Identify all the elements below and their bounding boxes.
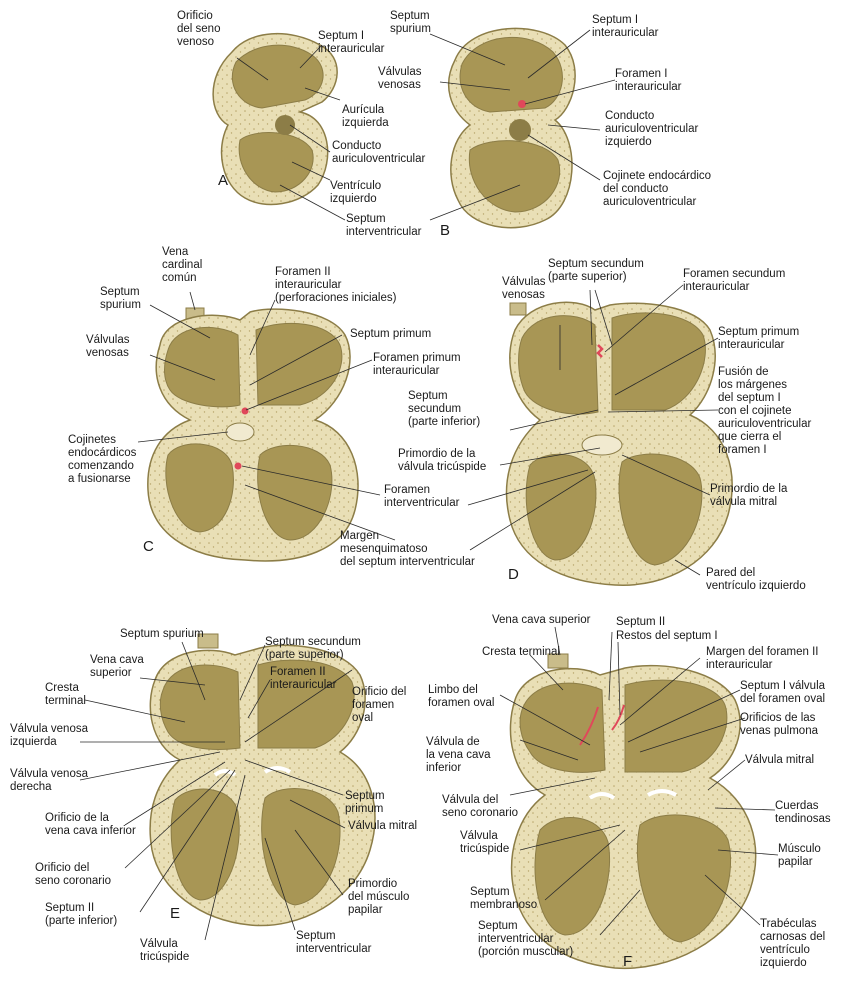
label-f-septum-i-valvula: Septum I válvula del foramen oval xyxy=(740,680,825,706)
label-c-septum-primum: Septum primum xyxy=(350,328,431,341)
label-e-valvula-mitral: Válvula mitral xyxy=(348,820,417,833)
panel-d-right-atrium xyxy=(519,316,598,414)
label-d-pared: Pared del ventrículo izquierdo xyxy=(706,567,806,593)
label-c-cojinetes: Cojinetes endocárdicos comenzando a fusi… xyxy=(68,434,136,486)
label-a-orificio-seno: Orificio del seno venoso xyxy=(177,10,220,49)
label-f-orificios-venas: Orificios de las venas pulmona xyxy=(740,712,818,738)
label-c-septum-spurium: Septum spurium xyxy=(100,286,141,312)
panel-a-letter: A xyxy=(218,172,228,189)
panel-d-cushions xyxy=(582,435,622,455)
panel-d-heart xyxy=(507,302,733,585)
label-b-cojinete: Cojinete endocárdico del conducto auricu… xyxy=(603,170,711,209)
label-d-valvulas-venosas: Válvulas venosas xyxy=(502,276,545,302)
panel-a-av-canal xyxy=(275,115,295,135)
label-e-valvula-tricuspide: Válvula tricúspide xyxy=(140,938,189,964)
label-c-vena-cardinal: Vena cardinal común xyxy=(162,246,202,285)
label-f-valvula-seno: Válvula del seno coronario xyxy=(442,794,518,820)
label-d-septum-secundum-sup: Septum secundum (parte superior) xyxy=(548,258,644,284)
panel-c-foramen-interv xyxy=(235,463,242,470)
label-e-cresta: Cresta terminal xyxy=(45,682,86,708)
label-d-septum-primum: Septum primum interauricular xyxy=(718,326,799,352)
label-f-cresta: Cresta terminal xyxy=(482,646,560,659)
label-a-auricula-izq: Aurícula izquierda xyxy=(342,104,389,130)
label-e-valvula-venosa-izq: Válvula venosa izquierda xyxy=(10,723,88,749)
label-d-septum-secundum-inf: Septum secundum (parte inferior) xyxy=(408,390,480,429)
label-b-septum-spurium: Septum spurium xyxy=(390,10,431,36)
label-f-margen: Margen del foramen II interauricular xyxy=(706,646,819,672)
label-e-foramen-ii: Foramen II interauricular xyxy=(270,666,336,692)
label-f-musculo: Músculo papilar xyxy=(778,843,821,869)
label-f-vena-cava-sup: Vena cava superior xyxy=(492,614,590,627)
panel-c-foramen-primum xyxy=(242,408,249,415)
label-c-valvulas-venosas: Válvulas venosas xyxy=(86,334,129,360)
panel-a-heart xyxy=(213,34,337,205)
label-f-septum-interv: Septum interventricular (porción muscula… xyxy=(478,920,573,959)
panel-b-atria xyxy=(460,37,562,112)
panel-b-cushion xyxy=(509,119,531,141)
label-a-septum-interv: Septum interventricular xyxy=(346,213,421,239)
panel-c-cushions xyxy=(226,423,254,441)
label-c-foramen-ii: Foramen II interauricular (perforaciones… xyxy=(275,266,396,305)
panel-b-letter: B xyxy=(440,222,450,239)
panel-d-vein xyxy=(510,303,526,315)
label-f-valvula-tricuspide: Válvula tricúspide xyxy=(460,830,509,856)
panel-e-letter: E xyxy=(170,905,180,922)
panel-b-foramen-i xyxy=(518,100,526,108)
label-f-valvula-vci: Válvula de la vena cava inferior xyxy=(426,736,491,775)
panel-b-heart xyxy=(449,28,575,227)
label-f-valvula-mitral: Válvula mitral xyxy=(745,754,814,767)
panel-c-letter: C xyxy=(143,538,154,555)
label-e-septum-spurium: Septum spurium xyxy=(120,628,204,641)
label-e-septum-interv: Septum interventricular xyxy=(296,930,371,956)
label-b-septum-i: Septum I interauricular xyxy=(592,14,658,40)
panel-c-right-atrium xyxy=(165,327,241,406)
label-e-septum-secundum: Septum secundum (parte superior) xyxy=(265,636,361,662)
label-c-foramen-interv: Foramen interventricular xyxy=(384,484,459,510)
label-e-orificio-foramen: Orificio del foramen oval xyxy=(352,686,406,725)
label-e-primordio-musculo: Primordio del músculo papilar xyxy=(348,878,409,917)
label-e-orificio-seno: Orificio del seno coronario xyxy=(35,862,111,888)
label-e-septum-ii: Septum II (parte inferior) xyxy=(45,902,117,928)
label-f-septum-membranoso: Septum membranoso xyxy=(470,886,537,912)
label-a-conducto: Conducto auriculoventricular xyxy=(332,140,425,166)
label-d-foramen-secundum: Foramen secundum interauricular xyxy=(683,268,785,294)
label-d-primordio-tricuspide: Primordio de la válvula tricúspide xyxy=(398,448,486,474)
label-d-fusion: Fusión de los márgenes del septum I con … xyxy=(718,366,811,457)
panel-d-letter: D xyxy=(508,566,519,583)
label-f-trabeculas: Trabéculas carnosas del ventrículo izqui… xyxy=(760,918,825,970)
label-b-valvulas-venosas: Válvulas venosas xyxy=(378,66,421,92)
label-e-vena-cava-sup: Vena cava superior xyxy=(90,654,144,680)
label-f-restos: Restos del septum I xyxy=(616,630,718,643)
label-c-margen: Margen mesenquimatoso del septum interve… xyxy=(340,530,475,569)
label-b-foramen-i: Foramen I interauricular xyxy=(615,68,681,94)
label-e-orificio-vci: Orificio de la vena cava inferior xyxy=(45,812,136,838)
label-a-ventriculo-izq: Ventrículo izquierdo xyxy=(330,180,381,206)
label-e-septum-primum: Septum primum xyxy=(345,790,385,816)
panel-c-heart xyxy=(148,308,358,561)
panel-f-letter: F xyxy=(623,953,632,970)
label-d-primordio-mitral: Primordio de la válvula mitral xyxy=(710,483,787,509)
panel-e-right-atrium xyxy=(160,665,240,749)
label-f-cuerdas: Cuerdas tendinosas xyxy=(775,800,831,826)
label-b-conducto-izq: Conducto auriculoventricular izquierdo xyxy=(605,110,698,149)
label-a-septum-i: Septum I interauricular xyxy=(318,30,384,56)
panel-d-foramen-secundum xyxy=(598,345,602,357)
label-c-foramen-primum: Foramen primum interauricular xyxy=(373,352,461,378)
label-f-limbo: Limbo del foramen oval xyxy=(428,684,494,710)
label-e-valvula-venosa-der: Válvula venosa derecha xyxy=(10,768,88,794)
label-f-septum-ii: Septum II xyxy=(616,616,665,629)
